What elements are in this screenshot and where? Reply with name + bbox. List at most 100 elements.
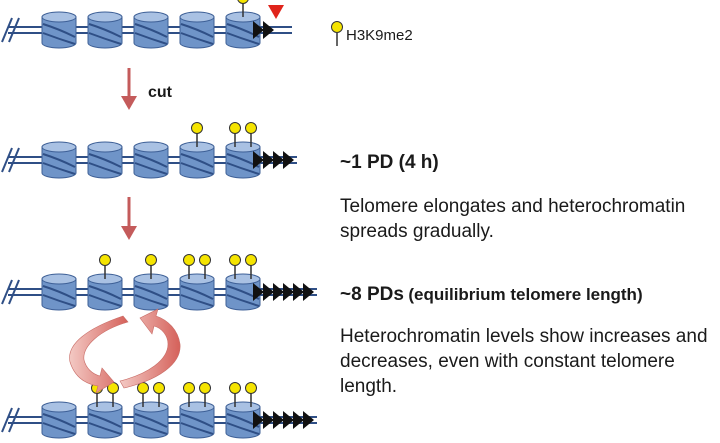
telomere-repeat [273,283,284,301]
dna-break-mark [1,147,13,173]
h3k9me2-mark [229,254,241,266]
dna-wrap [88,294,122,307]
nucleosome [179,11,215,49]
h3k9me2-mark [229,122,241,134]
dna-wrap [134,32,168,45]
nucleosome [133,254,169,311]
nucleosome-body [133,406,169,439]
nucleosome [133,11,169,49]
dna-wrap [42,162,76,175]
nucleosome-body [41,146,77,179]
telomere-repeat [303,283,314,301]
dna-break-mark [1,407,13,433]
legend-label: H3K9me2 [346,27,413,44]
dna-break-mark [8,407,20,433]
h3k9me2-mark [99,254,111,266]
dna-wrap [88,285,122,300]
nucleosome-top [87,401,123,413]
dna-wrap [134,285,168,300]
dna-break-mark [1,279,13,305]
nucleosome [41,401,77,439]
nucleosome-top [41,401,77,413]
dna-wrap [180,285,214,300]
nucleosome [41,141,77,179]
dna-wrap [42,422,76,435]
telomere-repeat [263,283,274,301]
cut-label: cut [148,84,172,101]
nucleosome-top [133,11,169,23]
down-arrow-head [121,96,137,110]
nucleosome-top [179,401,215,413]
nucleosome-body [133,278,169,311]
h3k9me2-mark [245,122,257,134]
dna-wrap [88,413,122,428]
dna-wrap [134,23,168,38]
nucleosome-top [41,141,77,153]
nucleosome-top [225,141,261,153]
telomere-repeat [303,411,314,429]
dna-wrap [180,294,214,307]
nucleosome-body [225,146,261,179]
nucleosome-body [225,406,261,439]
dna-wrap [180,153,214,168]
nucleosome [225,254,261,311]
dna-break-mark [8,17,20,43]
dna-wrap [42,23,76,38]
h3k9me2-mark [145,254,157,266]
nucleosome-top [87,141,123,153]
h3k9me2-mark [153,382,165,394]
dna-break-mark [8,279,20,305]
dna-wrap [42,285,76,300]
nucleosome-top [41,273,77,285]
nucleosome-body [225,278,261,311]
nucleosome-body [87,16,123,49]
nucleosome [179,254,215,311]
nucleosome [87,11,123,49]
dna-wrap [42,153,76,168]
dna-wrap [134,294,168,307]
nucleosome-top [41,11,77,23]
nucleosome-body [41,278,77,311]
dna-wrap [134,413,168,428]
dna-wrap [180,23,214,38]
telomere-repeat [253,21,264,39]
nucleosome-body [41,16,77,49]
h3k9me2-mark [199,254,211,266]
nucleosome-body [87,406,123,439]
chromatin-row [1,0,292,49]
h3k9me2-mark [229,382,241,394]
dna-wrap [134,422,168,435]
dna-break-mark [8,147,20,173]
nucleosome [179,382,215,439]
h3k9me2-mark [191,122,203,134]
dna-wrap [134,162,168,175]
nucleosome [41,11,77,49]
telomere-repeat [283,411,294,429]
chromatin-row [1,122,297,179]
stage1-description: Telomere elongates and heterochromatin s… [340,196,686,242]
nucleosome-top [87,11,123,23]
nucleosome-body [179,146,215,179]
dna-wrap [180,422,214,435]
telomere-repeat [253,283,264,301]
nucleosome-body [179,16,215,49]
telomere-repeat [283,151,294,169]
dna-wrap [88,162,122,175]
dna-wrap [180,32,214,45]
dna-wrap [88,422,122,435]
dna-wrap [226,422,260,435]
nucleosome-body [41,406,77,439]
nucleosome [41,273,77,311]
dna-wrap [42,413,76,428]
telomere-repeat [293,283,304,301]
stage1-title: ~1 PD (4 h) [340,152,439,173]
telomere-repeat [273,411,284,429]
nucleosome-top [133,141,169,153]
chromatin-row [1,382,317,439]
telomere-repeat [273,151,284,169]
nucleosome-top [225,273,261,285]
chromatin-rows [1,0,343,439]
telomere-repeat [263,411,274,429]
telomere-repeat [263,151,274,169]
